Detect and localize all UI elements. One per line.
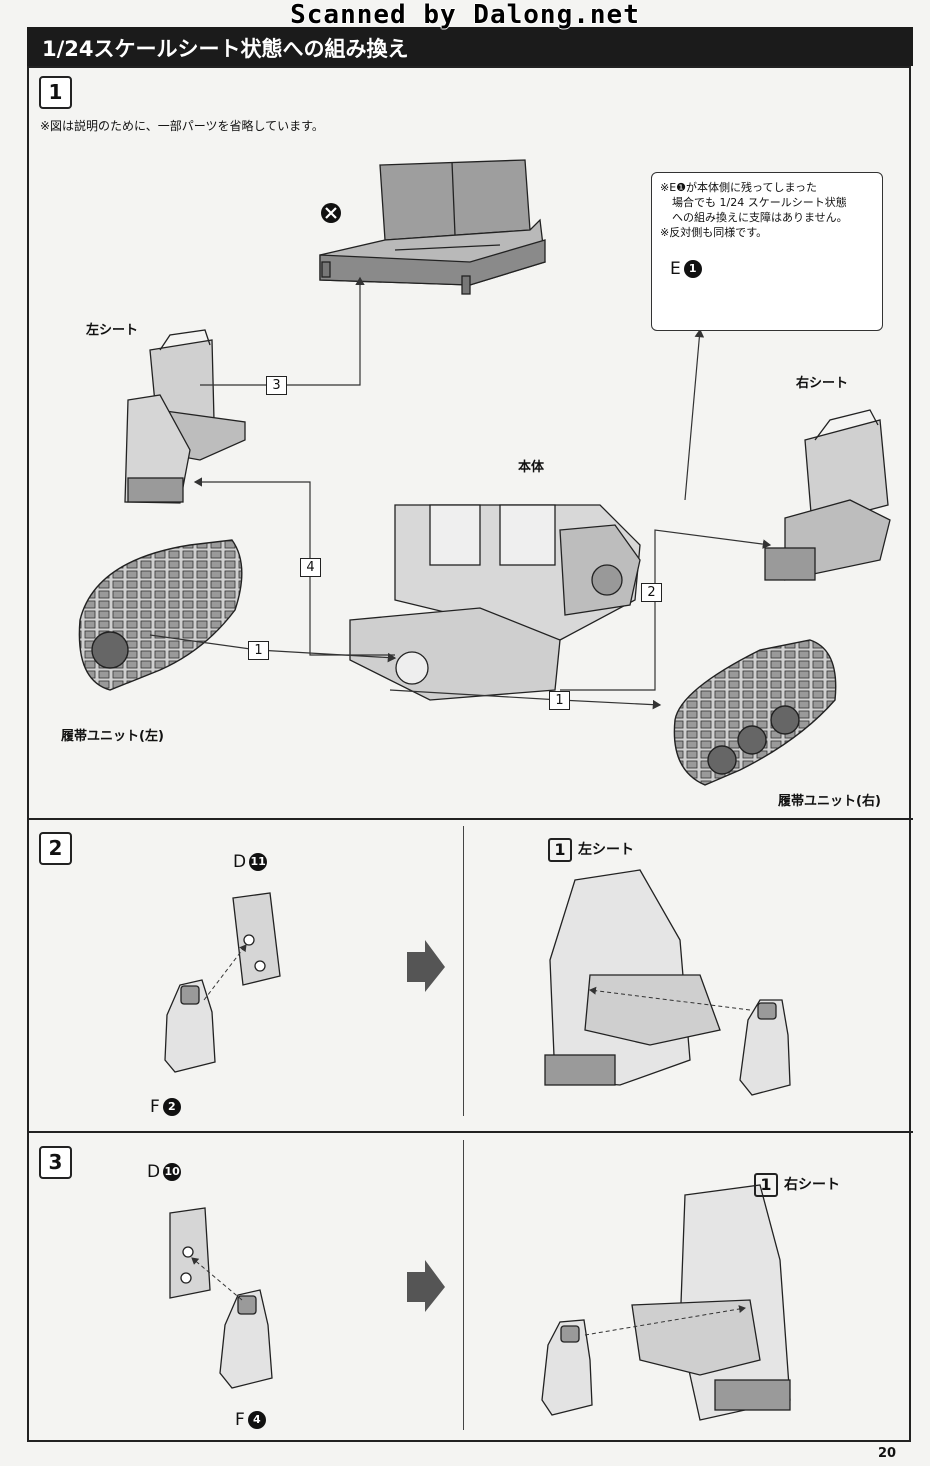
callout-part-letter: E bbox=[670, 259, 681, 279]
step2-part-d11-illustration bbox=[232, 892, 281, 986]
step2-attach-part-illustration bbox=[739, 999, 791, 1096]
step3-part-bottom-number: 4 bbox=[247, 1411, 266, 1429]
step3-seat-illustration bbox=[631, 1184, 791, 1421]
left-seat-label: 左シート bbox=[86, 323, 139, 338]
step3-reference-label: 1 右シート bbox=[754, 1173, 840, 1197]
step2-reference-label: 1 左シート bbox=[548, 838, 634, 862]
step2-seat-illustration bbox=[544, 869, 721, 1086]
step3-attach-part-illustration bbox=[541, 1319, 593, 1416]
step3-part-d10-illustration bbox=[169, 1207, 211, 1299]
step2-part-top-number: 11 bbox=[249, 853, 268, 871]
section-divider-2 bbox=[27, 1131, 913, 1133]
callout-line-1: ※E❶が本体側に残ってしまった bbox=[660, 181, 818, 194]
step3-part-top-letter: D bbox=[147, 1162, 161, 1182]
body-label: 本体 bbox=[518, 460, 545, 475]
title-bar bbox=[27, 27, 913, 66]
track-left-label: 履帯ユニット(左) bbox=[61, 729, 164, 744]
callout-line-2: 場合でも 1/24 スケールシート状態 bbox=[672, 196, 847, 209]
arrow-number-4: 4 bbox=[300, 558, 321, 577]
right-seat-label: 右シート bbox=[796, 376, 849, 391]
step3-column-divider bbox=[463, 1140, 464, 1430]
arrow-number-1-left: 1 bbox=[248, 641, 269, 660]
arrow-number-3: 3 bbox=[266, 376, 287, 395]
step-3-number: 3 bbox=[39, 1146, 72, 1179]
step3-part-f4-illustration bbox=[219, 1289, 273, 1389]
section-divider-1 bbox=[27, 818, 913, 820]
page-title: 1/24スケールシート状態への組み換え bbox=[42, 37, 409, 61]
main-body-illustration bbox=[349, 504, 641, 701]
callout-line-3: への組み換えに支障はありません。 bbox=[672, 211, 848, 224]
step3-next-arrow bbox=[407, 1260, 445, 1312]
callout-line-4: ※反対側も同様です。 bbox=[660, 226, 768, 239]
step3-ref-number: 1 bbox=[754, 1173, 778, 1197]
seat-pair-illustration bbox=[319, 159, 546, 295]
step2-ref-number: 1 bbox=[548, 838, 572, 862]
right-track-illustration bbox=[673, 639, 837, 786]
left-seat-illustration bbox=[124, 329, 246, 504]
left-track-illustration bbox=[78, 539, 243, 691]
page-number: 20 bbox=[878, 1446, 897, 1461]
step-2-number: 2 bbox=[39, 832, 72, 865]
arrow-number-2: 2 bbox=[641, 583, 662, 602]
step2-part-bottom-letter: F bbox=[150, 1097, 160, 1117]
step2-part-top-letter: D bbox=[233, 852, 247, 872]
step2-next-arrow bbox=[407, 940, 445, 992]
track-right-label: 履帯ユニット(右) bbox=[778, 794, 881, 809]
step-1-note: ※図は説明のために、一部パーツを省略しています。 bbox=[40, 119, 324, 133]
callout-box bbox=[651, 172, 883, 331]
step2-part-bottom-number: 2 bbox=[162, 1098, 181, 1116]
step2-part-f2-illustration bbox=[164, 979, 216, 1073]
step3-part-top-number: 10 bbox=[163, 1163, 182, 1181]
step2-column-divider bbox=[463, 826, 464, 1116]
right-seat-illustration bbox=[764, 409, 891, 581]
step3-part-bottom-letter: F bbox=[235, 1410, 245, 1430]
callout-part-number: 1 bbox=[683, 260, 702, 278]
arrow-number-1-right: 1 bbox=[549, 691, 570, 710]
instruction-frame bbox=[27, 66, 911, 1442]
step3-ref-text: 右シート bbox=[784, 1177, 840, 1193]
step2-ref-text: 左シート bbox=[578, 842, 634, 858]
scan-watermark: Scanned by Dalong.net bbox=[290, 0, 640, 30]
step-1-number: 1 bbox=[39, 76, 72, 109]
callout-text: ※E❶が本体側に残ってしまった 場合でも 1/24 スケールシート状態 への組み… bbox=[660, 180, 848, 240]
